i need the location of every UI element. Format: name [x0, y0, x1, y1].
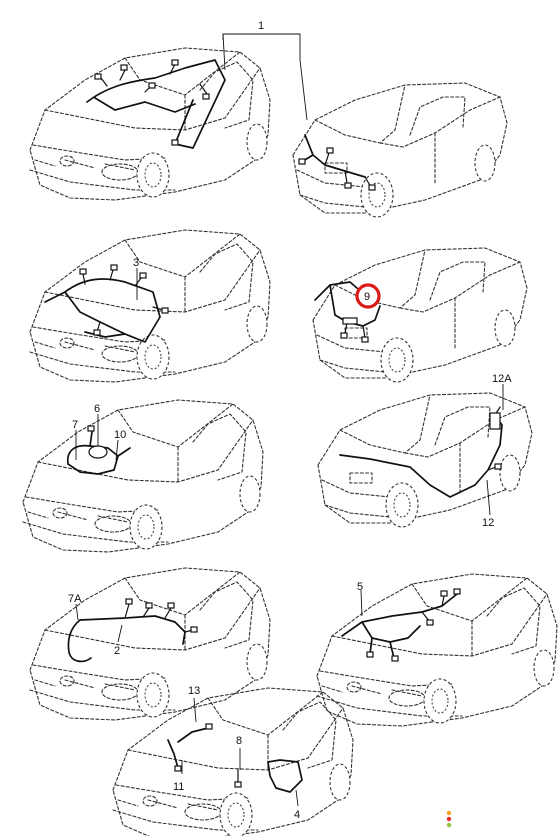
callout-9: 9 [364, 291, 370, 303]
callout-4: 4 [294, 809, 300, 821]
car-view-main-harness [316, 573, 558, 727]
callout-8: 8 [236, 735, 242, 747]
car-view-engine-bay-harness [29, 229, 271, 383]
car-view-front-harness [29, 567, 271, 721]
car-view-tailgate-harness [292, 82, 508, 218]
callout-10: 10 [114, 429, 126, 441]
car-view-ac-harness [22, 399, 264, 553]
callout-7a: 7A [68, 593, 82, 605]
car-view-body-side-harness [317, 392, 533, 528]
callout-9-highlight: 9 [355, 283, 381, 309]
status-dot-orange [446, 810, 452, 816]
callout-7: 7 [72, 419, 78, 431]
car-view-interior-harness [29, 47, 271, 201]
callout-12a: 12A [492, 373, 512, 385]
callout-2: 2 [114, 645, 120, 657]
callout-13: 13 [188, 685, 200, 697]
car-view-rear-door-harness [312, 247, 528, 383]
callout-6: 6 [94, 403, 100, 415]
leader-line-1 [222, 33, 308, 121]
callout-12: 12 [482, 517, 494, 529]
status-dots [446, 810, 452, 828]
callout-5: 5 [357, 581, 363, 593]
status-dot-green [446, 822, 452, 828]
status-dot-red [446, 816, 452, 822]
callout-11: 11 [173, 781, 184, 793]
callout-3: 3 [133, 257, 139, 269]
callout-1: 1 [258, 20, 264, 32]
car-view-door-lamp-harness [112, 687, 354, 836]
